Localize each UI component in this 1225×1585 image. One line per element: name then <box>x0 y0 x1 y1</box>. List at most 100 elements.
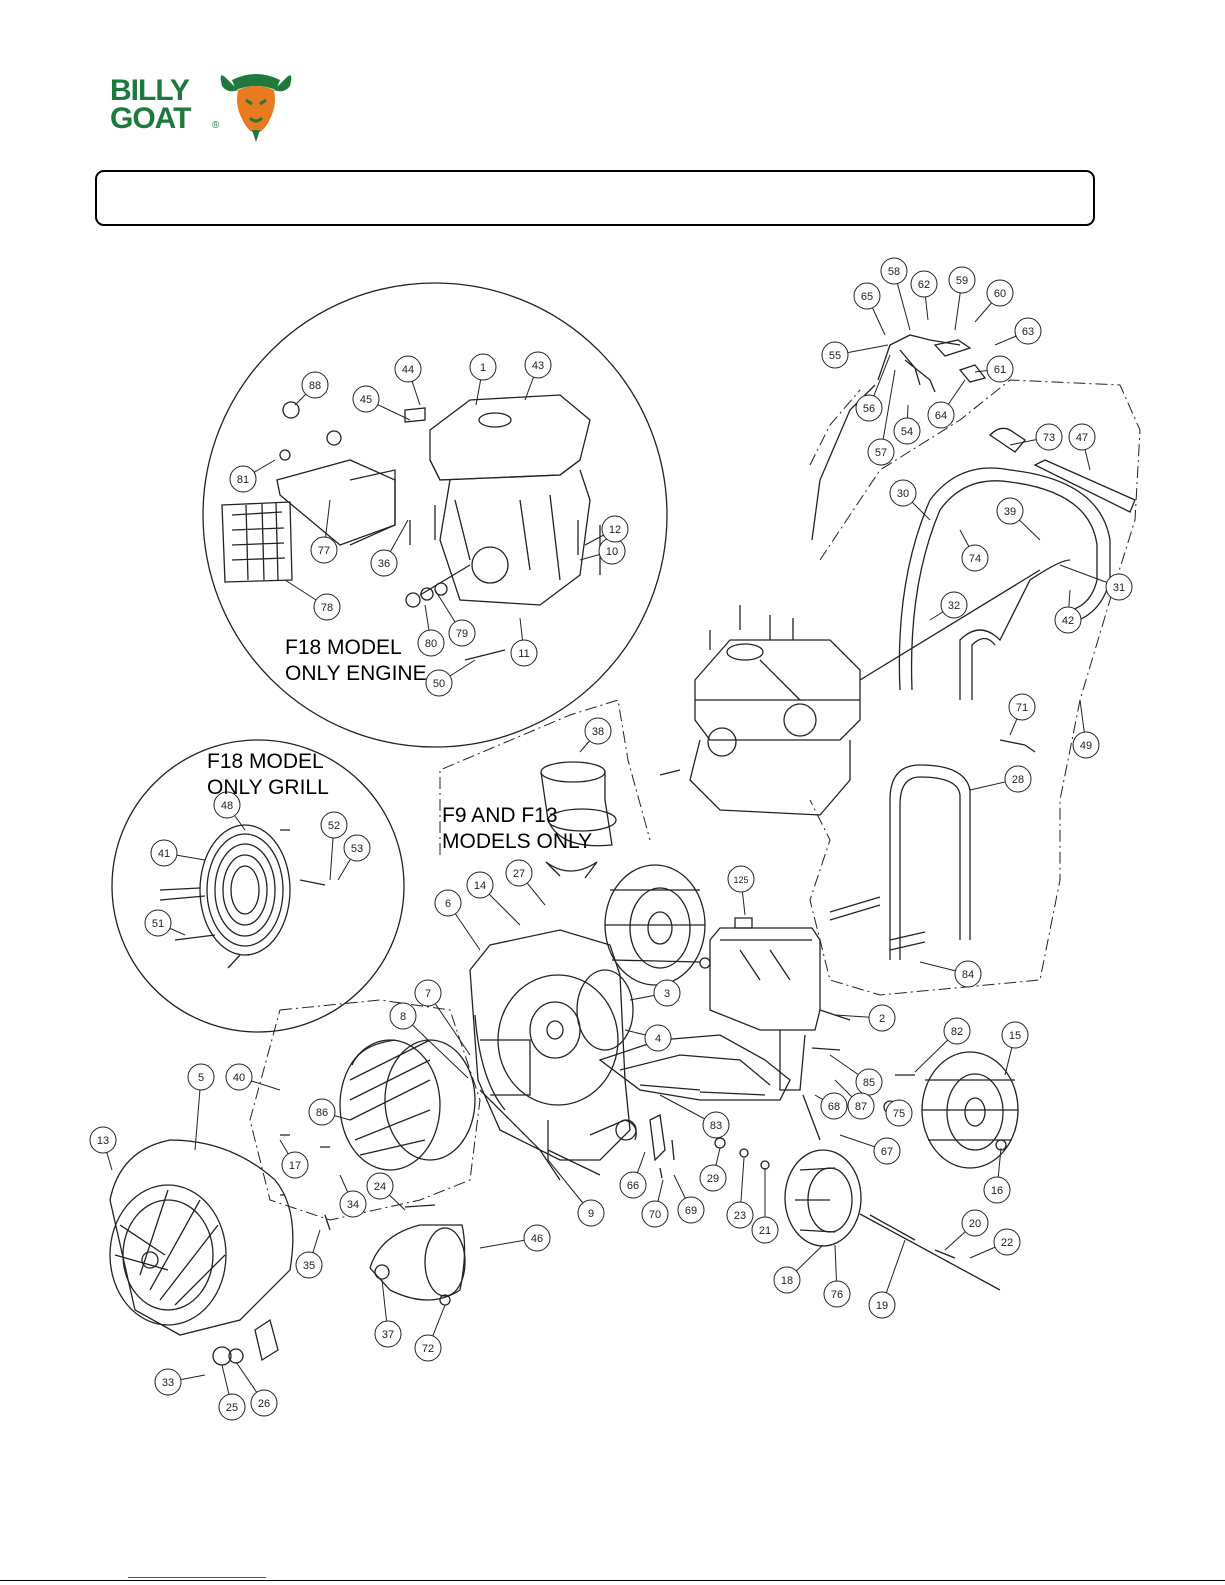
callout-number-33: 33 <box>162 1377 174 1389</box>
callout-number-16: 16 <box>991 1185 1003 1197</box>
callout-number-65: 65 <box>861 291 873 303</box>
callout-bubble-125 <box>727 865 755 893</box>
callout-bubble-87 <box>847 1092 875 1120</box>
brand-line2: GOAT <box>110 102 191 135</box>
callout-bubble-33 <box>154 1368 182 1396</box>
callout-number-39: 39 <box>1004 506 1016 518</box>
callout-number-46: 46 <box>531 1233 543 1245</box>
callout-number-54: 54 <box>901 426 913 438</box>
callout-number-25: 25 <box>226 1402 238 1414</box>
callout-number-31: 31 <box>1113 582 1125 594</box>
callout-bubble-17 <box>281 1151 309 1179</box>
callout-bubble-72 <box>414 1334 442 1362</box>
callout-bubble-46 <box>523 1224 551 1252</box>
lower-frame-drawing <box>598 764 971 1101</box>
callout-bubble-67 <box>873 1137 901 1165</box>
callout-bubble-35 <box>295 1251 323 1279</box>
callout-bubble-59 <box>948 266 976 294</box>
callout-leader-8 <box>402 1015 469 1079</box>
callout-bubble-23 <box>726 1201 754 1229</box>
callout-bubble-18 <box>773 1266 801 1294</box>
callout-number-36: 36 <box>378 558 390 570</box>
main-engine-drawing <box>659 605 861 816</box>
callout-bubble-82 <box>943 1017 971 1045</box>
callout-number-125: 125 <box>733 875 748 885</box>
callout-bubble-70 <box>641 1200 669 1228</box>
callout-number-32: 32 <box>948 600 960 612</box>
callout-bubble-19 <box>868 1291 896 1319</box>
callout-bubble-48 <box>213 791 241 819</box>
callout-bubble-42 <box>1054 606 1082 634</box>
callout-number-48: 48 <box>221 800 233 812</box>
callout-number-58: 58 <box>888 266 900 278</box>
callout-number-41: 41 <box>158 848 170 860</box>
callout-bubble-85 <box>855 1068 883 1096</box>
callout-number-64: 64 <box>935 410 947 422</box>
callout-bubble-32 <box>940 591 968 619</box>
callout-bubble-28 <box>1004 765 1032 793</box>
callout-number-71: 71 <box>1016 702 1028 714</box>
grill-inset-label-line1: F18 MODEL <box>207 750 324 773</box>
callout-bubble-52 <box>320 811 348 839</box>
callout-bubble-60 <box>986 279 1014 307</box>
callout-bubble-12 <box>601 515 629 543</box>
callout-number-67: 67 <box>881 1146 893 1158</box>
callout-number-69: 69 <box>685 1205 697 1217</box>
callout-bubble-86 <box>308 1098 336 1126</box>
fan-housing-drawing <box>469 929 637 1181</box>
callout-bubble-68 <box>820 1092 848 1120</box>
callout-bubble-36 <box>370 549 398 577</box>
part-callouts: 1234567891011121314151617181920212223242… <box>89 257 1133 1421</box>
callout-number-17: 17 <box>289 1160 301 1172</box>
callout-number-14: 14 <box>474 880 486 892</box>
callout-number-37: 37 <box>382 1329 394 1341</box>
callout-number-79: 79 <box>456 628 468 640</box>
callout-bubble-1 <box>469 353 497 381</box>
callout-bubble-14 <box>466 871 494 899</box>
callout-bubble-76 <box>823 1280 851 1308</box>
callout-bubble-25 <box>218 1393 246 1421</box>
callout-bubble-20 <box>961 1209 989 1237</box>
callout-number-63: 63 <box>1022 326 1034 338</box>
page-bottom-rule <box>0 1580 1225 1581</box>
callout-leader-57 <box>880 369 896 453</box>
callout-number-57: 57 <box>875 447 887 459</box>
callout-bubble-88 <box>301 371 329 399</box>
callout-bubble-13 <box>89 1126 117 1154</box>
callout-bubble-63 <box>1014 317 1042 345</box>
callout-number-12: 12 <box>609 524 621 536</box>
callout-number-62: 62 <box>918 279 930 291</box>
callout-number-47: 47 <box>1076 432 1088 444</box>
callout-number-13: 13 <box>97 1135 109 1147</box>
callout-bubble-2 <box>868 1004 896 1032</box>
intake-inset-label-line1: F9 AND F13 <box>442 804 558 827</box>
callout-bubble-41 <box>150 839 178 867</box>
page-bottom-link-underline <box>128 1577 266 1578</box>
callout-bubble-43 <box>524 351 552 379</box>
callout-number-87: 87 <box>855 1101 867 1113</box>
callout-number-34: 34 <box>347 1199 359 1211</box>
callout-number-86: 86 <box>316 1107 328 1119</box>
callout-number-66: 66 <box>627 1180 639 1192</box>
engine-inset-label-line2: ONLY ENGINE <box>285 662 427 685</box>
callout-bubble-81 <box>229 465 257 493</box>
callout-bubble-7 <box>414 979 442 1007</box>
callout-bubble-21 <box>751 1216 779 1244</box>
callout-number-44: 44 <box>402 364 414 376</box>
grill-inset-label-line2: ONLY GRILL <box>207 776 329 799</box>
callout-number-29: 29 <box>707 1173 719 1185</box>
callout-bubble-51 <box>144 909 172 937</box>
callout-bubble-53 <box>343 834 371 862</box>
callout-bubble-71 <box>1008 693 1036 721</box>
callout-bubble-8 <box>389 1002 417 1030</box>
callout-bubble-78 <box>313 593 341 621</box>
callout-number-5: 5 <box>198 1072 204 1084</box>
callout-number-77: 77 <box>318 545 330 557</box>
intake-inset-label-line2: MODELS ONLY <box>442 830 592 853</box>
callout-bubble-38 <box>584 717 612 745</box>
callout-number-56: 56 <box>863 403 875 415</box>
callout-number-83: 83 <box>710 1120 722 1132</box>
callout-number-26: 26 <box>258 1398 270 1410</box>
callout-bubble-47 <box>1068 423 1096 451</box>
